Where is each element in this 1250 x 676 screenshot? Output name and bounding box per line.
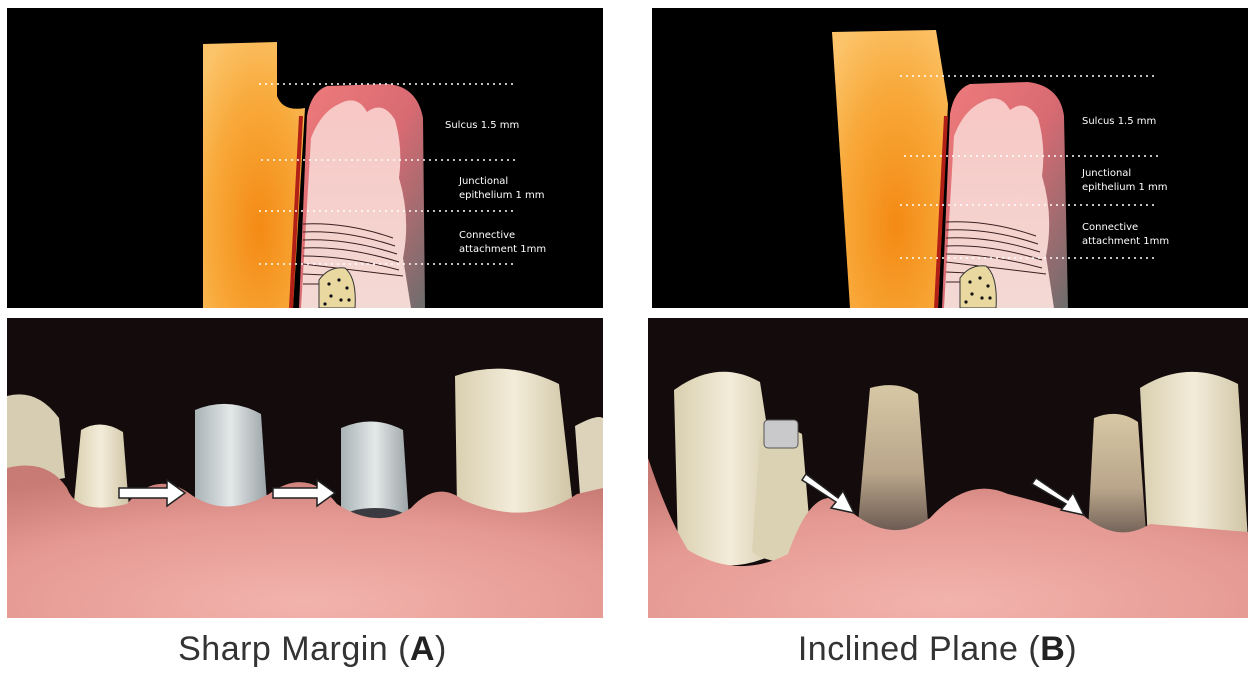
metal-post: [764, 420, 798, 448]
label-sulcus: Sulcus 1.5 mm: [1082, 116, 1156, 127]
caption-a-close: ): [435, 630, 447, 668]
label-junctional-1: Junctional: [458, 176, 508, 187]
diagram-b-svg: Sulcus 1.5 mm Junctional epithelium 1 mm…: [652, 8, 1248, 308]
label-junctional-2: epithelium 1 mm: [1082, 182, 1168, 193]
label-connective-2: attachment 1mm: [1082, 236, 1169, 247]
prepared-tooth-right: [1088, 414, 1146, 539]
label-connective-2: attachment 1mm: [459, 244, 546, 255]
caption-b: Inclined Plane (B): [625, 630, 1250, 669]
caption-b-letter: B: [1040, 630, 1065, 668]
diagram-sharp-margin: Sulcus 1.5 mm Junctional epithelium 1 mm…: [7, 8, 603, 308]
photo-sharp-margin: [7, 318, 603, 618]
caption-b-text: Inclined Plane (: [798, 630, 1040, 668]
diagram-inclined-plane: Sulcus 1.5 mm Junctional epithelium 1 mm…: [652, 8, 1248, 308]
prep-shape: [203, 42, 305, 308]
prepared-tooth-center: [858, 385, 928, 531]
caption-b-close: ): [1065, 630, 1077, 668]
label-connective-1: Connective: [459, 230, 515, 241]
label-connective-1: Connective: [1082, 222, 1138, 233]
label-sulcus: Sulcus 1.5 mm: [445, 120, 519, 131]
natural-tooth-right: [455, 369, 573, 520]
photo-a-svg: [7, 318, 603, 618]
caption-a-text: Sharp Margin (: [178, 630, 410, 668]
photo-inclined-plane: [648, 318, 1248, 618]
connective-tissue: [301, 100, 411, 308]
caption-a: Sharp Margin (A): [0, 630, 625, 669]
prep-shape: [832, 30, 948, 308]
diagram-a-svg: Sulcus 1.5 mm Junctional epithelium 1 mm…: [7, 8, 603, 308]
alveolar-bone: [319, 268, 355, 308]
label-junctional-2: epithelium 1 mm: [459, 190, 545, 201]
natural-tooth-right: [1140, 372, 1248, 551]
label-junctional-1: Junctional: [1081, 168, 1131, 179]
caption-a-letter: A: [410, 630, 435, 668]
abutment-1: [195, 404, 267, 510]
photo-b-svg: [648, 318, 1248, 618]
